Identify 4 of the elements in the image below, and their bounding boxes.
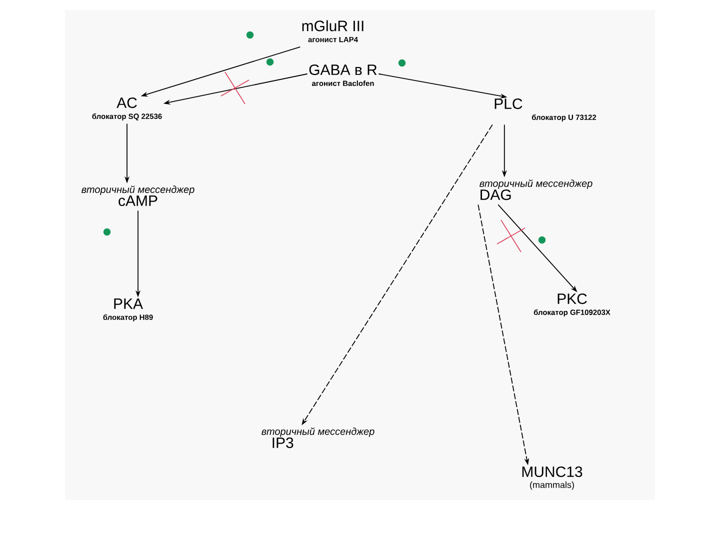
- label-text: вторичный мессенджер DAG: [480, 179, 592, 200]
- label-text: вторичный мессенджер cAMP: [82, 186, 194, 206]
- label-text: вторичный мессенджер IP3: [262, 427, 374, 448]
- label-text: MUNC13 (mammals): [522, 466, 582, 490]
